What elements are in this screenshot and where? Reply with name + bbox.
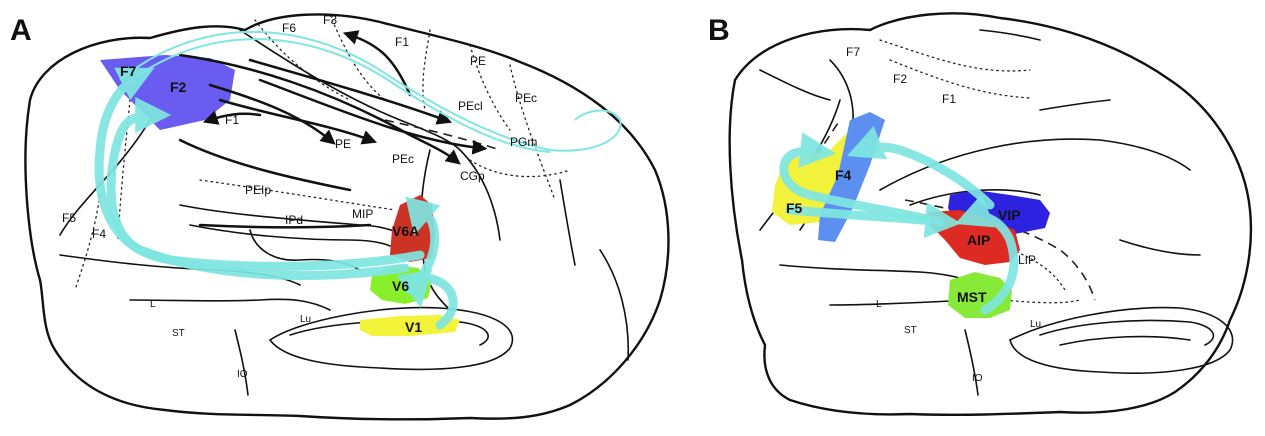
label-b-f4: F4 <box>835 167 852 183</box>
label-a-v1: V1 <box>405 319 422 335</box>
label-a-pec-right: PEc <box>515 91 537 105</box>
label-b-sulcus-lu: Lu <box>1030 319 1041 330</box>
label-a-pe-mid: PE <box>335 137 351 151</box>
label-a-f7: F7 <box>120 63 137 79</box>
label-a-sulcus-lu: Lu <box>300 314 311 325</box>
label-a-mip: MIP <box>352 207 373 221</box>
label-a-pgm: PGm <box>510 135 537 149</box>
label-a-pecl: PEcl <box>458 99 483 113</box>
panel-a: A <box>10 13 668 419</box>
label-a-pec-mid: PEc <box>392 152 414 166</box>
label-b-lip: LIP <box>1018 253 1036 267</box>
label-b-f7: F7 <box>846 45 860 59</box>
panel-a-letter: A <box>10 14 32 47</box>
label-a-sulcus-l: L <box>150 299 156 310</box>
label-b-sulcus-io: IO <box>972 373 983 384</box>
label-a-f3: F3 <box>323 13 337 27</box>
label-a-v6a: V6A <box>392 223 419 239</box>
label-a-f6: F6 <box>282 21 296 35</box>
label-b-mst: MST <box>957 289 987 305</box>
label-a-f4: F4 <box>92 227 106 241</box>
panel-b: B F7 F2 F1 <box>708 13 1251 415</box>
label-a-ipd: IPd <box>285 213 303 227</box>
label-a-peip: PEIp <box>245 183 271 197</box>
label-a-f2: F2 <box>170 79 187 95</box>
label-a-pe-top: PE <box>470 54 486 68</box>
label-a-cgp: CGp <box>460 169 485 183</box>
label-b-sulcus-st: ST <box>904 325 917 336</box>
label-b-sulcus-l: L <box>876 299 882 310</box>
label-a-v6: V6 <box>392 278 409 294</box>
label-b-f2: F2 <box>893 72 907 86</box>
label-a-f1-mid: F1 <box>225 113 239 127</box>
label-a-sulcus-io: IO <box>237 369 248 380</box>
label-a-sulcus-st: ST <box>172 328 185 339</box>
panel-b-letter: B <box>708 14 730 47</box>
label-b-aip: AIP <box>967 232 990 248</box>
label-b-vip: VIP <box>998 207 1021 223</box>
label-a-f5: F5 <box>62 211 76 225</box>
label-a-f1-top: F1 <box>395 35 409 49</box>
label-b-f1: F1 <box>942 92 956 106</box>
label-b-f5: F5 <box>786 200 803 216</box>
